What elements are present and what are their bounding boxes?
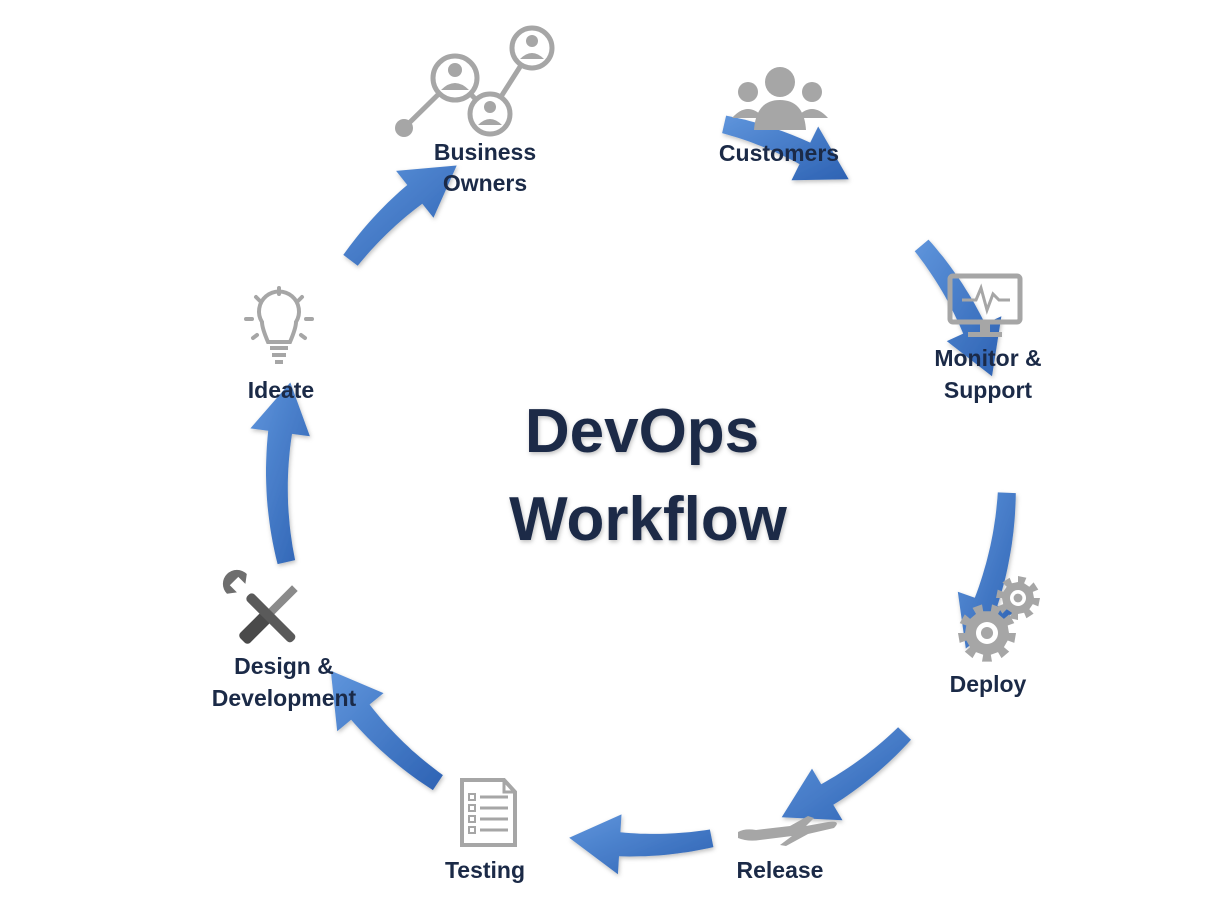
testing-label: Testing — [445, 857, 525, 883]
deploy-label: Deploy — [950, 671, 1027, 697]
arrow-design-to-ideate — [250, 382, 310, 565]
gear-hub — [980, 626, 994, 640]
release-label: Release — [737, 857, 824, 883]
lightbulb-icon — [244, 286, 314, 364]
business-owners-label-line2: Owners — [443, 170, 527, 196]
arrow-deploy-to-release — [781, 727, 911, 821]
arrow-testing-to-design — [330, 670, 443, 791]
tools-icon — [222, 569, 298, 644]
business-owners-label-line1: Business — [434, 139, 536, 165]
gears-icon — [958, 576, 1040, 662]
ideate-label: Ideate — [248, 377, 314, 403]
monitor-support-label-line1: Monitor & — [934, 345, 1041, 371]
arrow-release-to-testing — [569, 814, 714, 875]
arrow-customers-to-monitor — [914, 239, 1002, 377]
arrow-ideate-to-business — [343, 165, 457, 266]
center-title-line2: Workflow — [509, 485, 788, 554]
arrow-business-to-customers — [722, 115, 849, 181]
design-development-label-line1: Design & — [234, 653, 334, 679]
gear-hub — [1013, 593, 1023, 603]
center-title-line1: DevOps — [525, 397, 759, 466]
network-people-icon — [395, 25, 555, 137]
design-development-label-line2: Development — [212, 685, 357, 711]
checklist-icon — [460, 778, 517, 847]
customers-label: Customers — [719, 140, 839, 166]
monitor-support-label-line2: Support — [944, 377, 1032, 403]
monitor-heartbeat-icon — [947, 273, 1023, 337]
airplane-icon — [738, 816, 837, 846]
group-of-people-icon — [732, 67, 828, 130]
cycle-arrows — [250, 115, 1016, 875]
